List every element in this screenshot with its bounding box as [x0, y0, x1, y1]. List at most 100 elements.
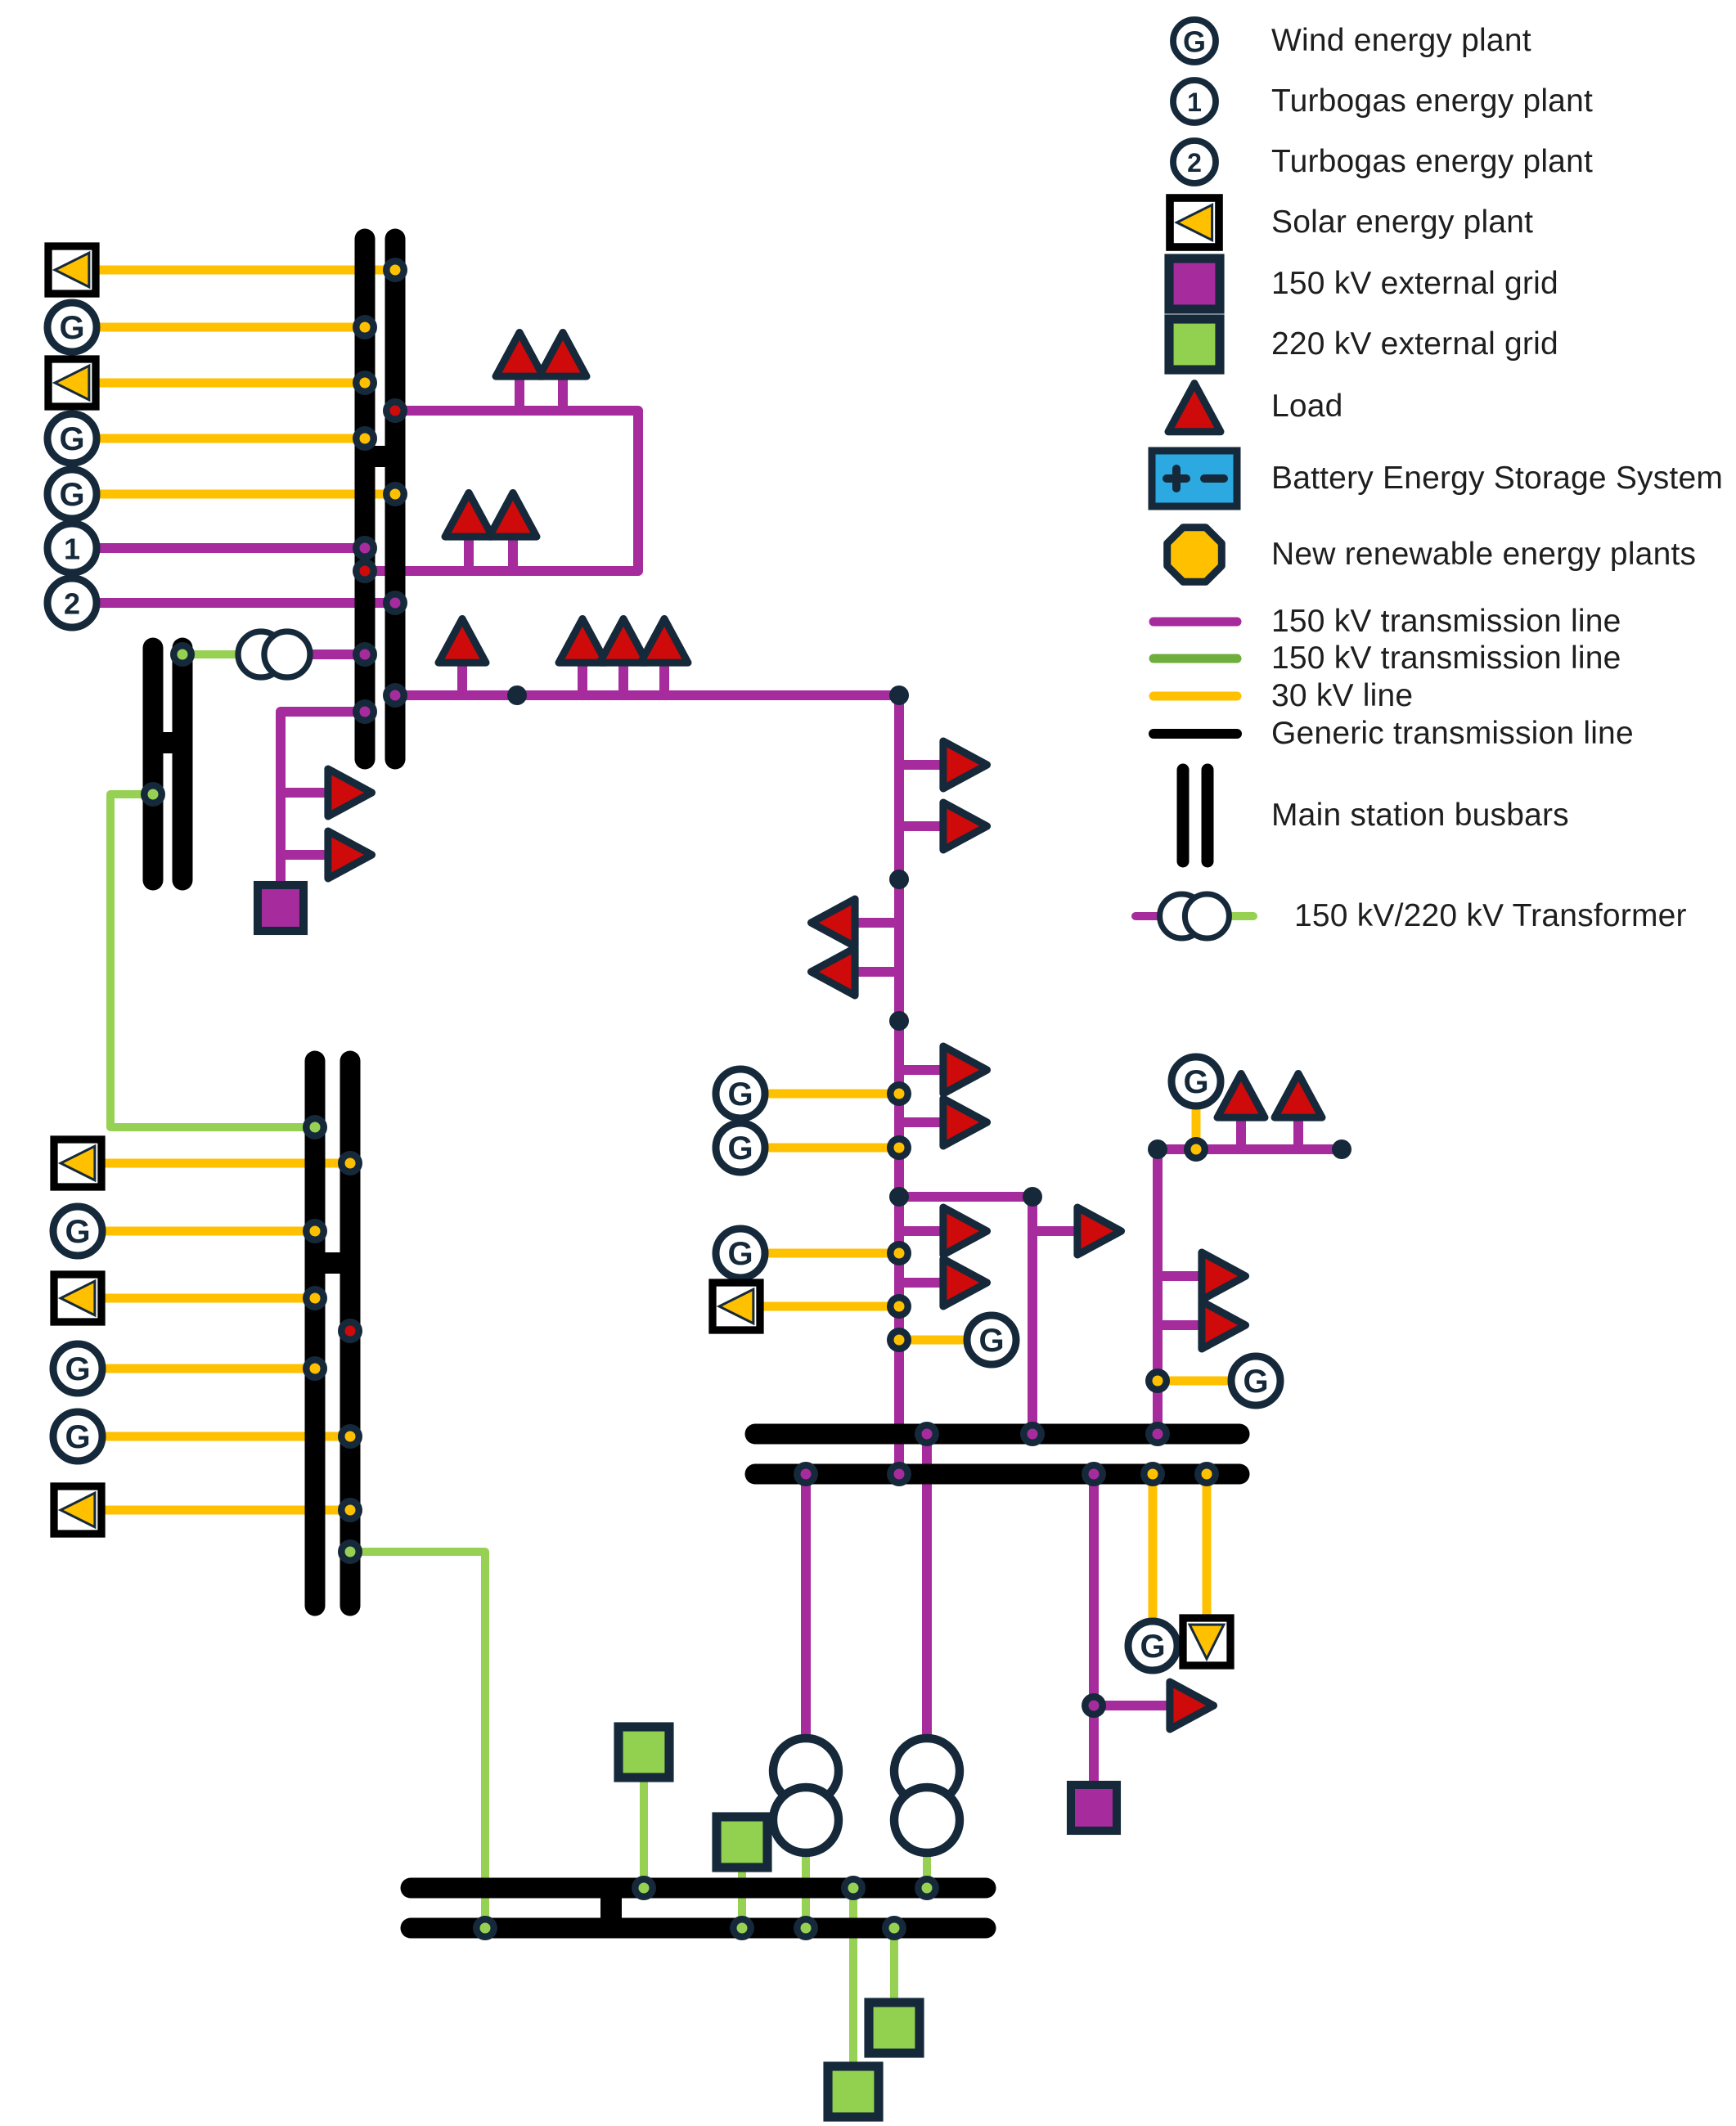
wind-plant-icon [1227, 1352, 1284, 1409]
node-center [800, 1468, 812, 1480]
transformer-icon [261, 628, 313, 681]
load-icon [434, 614, 490, 667]
wind-g-glyph: G [59, 310, 84, 346]
junction-node [889, 685, 909, 705]
node-center [359, 433, 371, 444]
transformer-icon [889, 1782, 965, 1858]
node-center [736, 1922, 748, 1934]
node-center [888, 1922, 900, 1934]
node-center [389, 488, 401, 500]
load-icon [939, 1203, 992, 1259]
wind-g-glyph: G [59, 477, 84, 513]
wind-g-glyph: G [1183, 1064, 1208, 1100]
turbogas-number: 2 [64, 587, 80, 621]
wind-g-glyph: G [727, 1076, 753, 1112]
wind-g-glyph: G [65, 1214, 90, 1250]
wind-plant-icon [712, 1065, 769, 1122]
junction-node [1023, 1187, 1042, 1207]
load-icon [939, 1255, 992, 1310]
line-150kv-green [350, 1548, 489, 1928]
grid-220kv-icon [823, 2061, 884, 2122]
node-center [389, 597, 401, 609]
solar-triangle [57, 1279, 97, 1318]
load-icon [324, 827, 376, 883]
node-center [638, 1882, 650, 1894]
load-icon [939, 1094, 992, 1150]
wind-g-glyph: G [1243, 1364, 1268, 1400]
load-icon [555, 614, 610, 667]
wind-g-glyph: G [59, 421, 84, 457]
load-icon [939, 798, 992, 854]
node-center [344, 1431, 356, 1442]
wind-plant-icon [43, 410, 101, 467]
junction-node [1332, 1139, 1351, 1159]
solar-triangle [57, 1490, 97, 1530]
node-center [344, 1504, 356, 1516]
node-center [389, 690, 401, 701]
node-center [921, 1428, 933, 1440]
node-center [344, 1546, 356, 1557]
load-icon [485, 488, 541, 541]
node-center [359, 377, 371, 389]
node-center [893, 1334, 905, 1346]
node-center [893, 1142, 905, 1153]
load-icon [939, 737, 992, 793]
turbogas-1-icon [43, 519, 101, 577]
solar-triangle [1187, 1623, 1226, 1662]
transformer-icon [768, 1782, 843, 1858]
wind-plant-icon [1124, 1617, 1181, 1674]
load-icon [535, 328, 591, 380]
load-icon [1166, 1678, 1218, 1733]
grid-220kv-icon [614, 1722, 674, 1782]
node-center [177, 649, 188, 660]
node-center [893, 1088, 905, 1099]
line-150kv-purple [395, 690, 904, 1474]
load-icon [939, 1042, 992, 1098]
turbogas-2-icon [43, 574, 101, 632]
junction-node [889, 1011, 909, 1031]
wind-plant-icon [43, 465, 101, 523]
load-icon [492, 328, 547, 380]
wind-g-glyph: G [65, 1351, 90, 1387]
wind-g-glyph: G [727, 1130, 753, 1166]
node-center [848, 1882, 859, 1894]
grid-220kv-icon [864, 1998, 924, 2058]
node-center [893, 1247, 905, 1259]
node-center [479, 1922, 491, 1934]
solar-triangle [52, 250, 91, 290]
node-center [1088, 1700, 1100, 1711]
junction-node [889, 1187, 909, 1207]
wind-plant-icon [43, 299, 101, 356]
node-center [1147, 1468, 1158, 1480]
solar-triangle [52, 363, 91, 402]
junction-node [507, 685, 527, 705]
node-center [389, 264, 401, 276]
load-icon [807, 944, 859, 1000]
node-center [1088, 1468, 1100, 1480]
node-center [309, 1363, 321, 1374]
wind-plant-icon [1167, 1053, 1225, 1110]
grid-150kv-icon [253, 880, 308, 936]
line-150kv-green [106, 790, 315, 1131]
wind-plant-icon [712, 1225, 769, 1282]
node-center [921, 1882, 933, 1894]
wind-plant-icon [49, 1408, 106, 1465]
node-center [1027, 1428, 1038, 1440]
node-center [1152, 1375, 1163, 1387]
node-center [359, 649, 371, 660]
node-center [389, 405, 401, 416]
load-icon [441, 488, 497, 541]
wind-g-glyph: G [978, 1323, 1004, 1359]
load-icon [1198, 1297, 1250, 1353]
node-center [359, 542, 371, 554]
node-center [800, 1922, 812, 1934]
wind-plant-icon [49, 1340, 106, 1397]
solar-triangle [716, 1287, 755, 1326]
wind-plant-icon [712, 1119, 769, 1176]
grid-150kv-icon [1066, 1780, 1122, 1836]
node-center [359, 706, 371, 717]
junction-node [1148, 1139, 1167, 1159]
connection-nodes [141, 258, 1351, 1940]
